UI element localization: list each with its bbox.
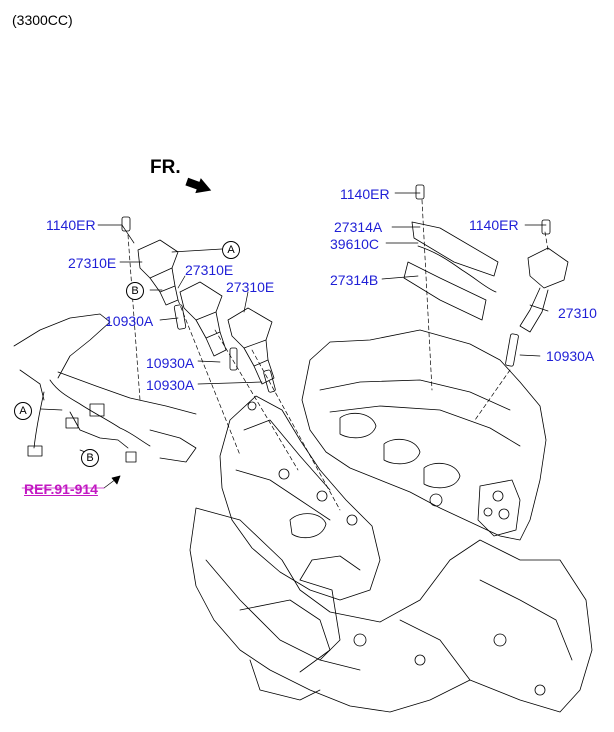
engine-size-label: (3300CC) xyxy=(12,12,73,28)
part-label-cable[interactable]: 39610C xyxy=(330,236,380,252)
engine-block xyxy=(189,329,593,713)
part-label-plug-right[interactable]: 10930A xyxy=(546,348,595,364)
wiring-harness xyxy=(13,313,197,463)
part-label-coil-right[interactable]: 27310 xyxy=(558,305,597,321)
spark-plugs-left xyxy=(173,304,276,393)
part-label-bracket-lower[interactable]: 27314B xyxy=(330,272,379,288)
part-label-coil-3[interactable]: 27310E xyxy=(226,279,275,295)
part-label-plug-1[interactable]: 10930A xyxy=(105,313,154,329)
part-label-coil-1[interactable]: 27310E xyxy=(68,255,117,271)
ignition-coil-1 xyxy=(121,216,179,306)
part-label-bolt-right[interactable]: 1140ER xyxy=(469,217,519,233)
ignition-coil-right xyxy=(519,219,569,333)
ignition-coil-2 xyxy=(179,281,227,357)
front-arrow xyxy=(185,177,212,194)
front-orientation-label: FR. xyxy=(150,157,181,178)
spark-plug-right xyxy=(505,333,519,367)
part-label-bolt-left[interactable]: 1140ER xyxy=(46,217,96,233)
callout-a-harness: A xyxy=(14,402,32,420)
part-label-bracket-upper[interactable]: 27314A xyxy=(334,219,383,235)
part-label-plug-3[interactable]: 10930A xyxy=(146,377,195,393)
callout-b-top: B xyxy=(126,282,144,300)
reference-link[interactable]: REF.91-914 xyxy=(24,481,98,497)
coil-bracket xyxy=(403,184,499,321)
callout-a-top: A xyxy=(222,241,240,259)
leader-lines xyxy=(21,192,549,511)
part-label-bolt-mid[interactable]: 1140ER xyxy=(340,186,390,202)
ignition-coil-3 xyxy=(227,307,275,385)
part-label-coil-2[interactable]: 27310E xyxy=(185,262,234,278)
callout-b-harness: B xyxy=(81,449,99,467)
part-label-plug-2[interactable]: 10930A xyxy=(146,355,195,371)
